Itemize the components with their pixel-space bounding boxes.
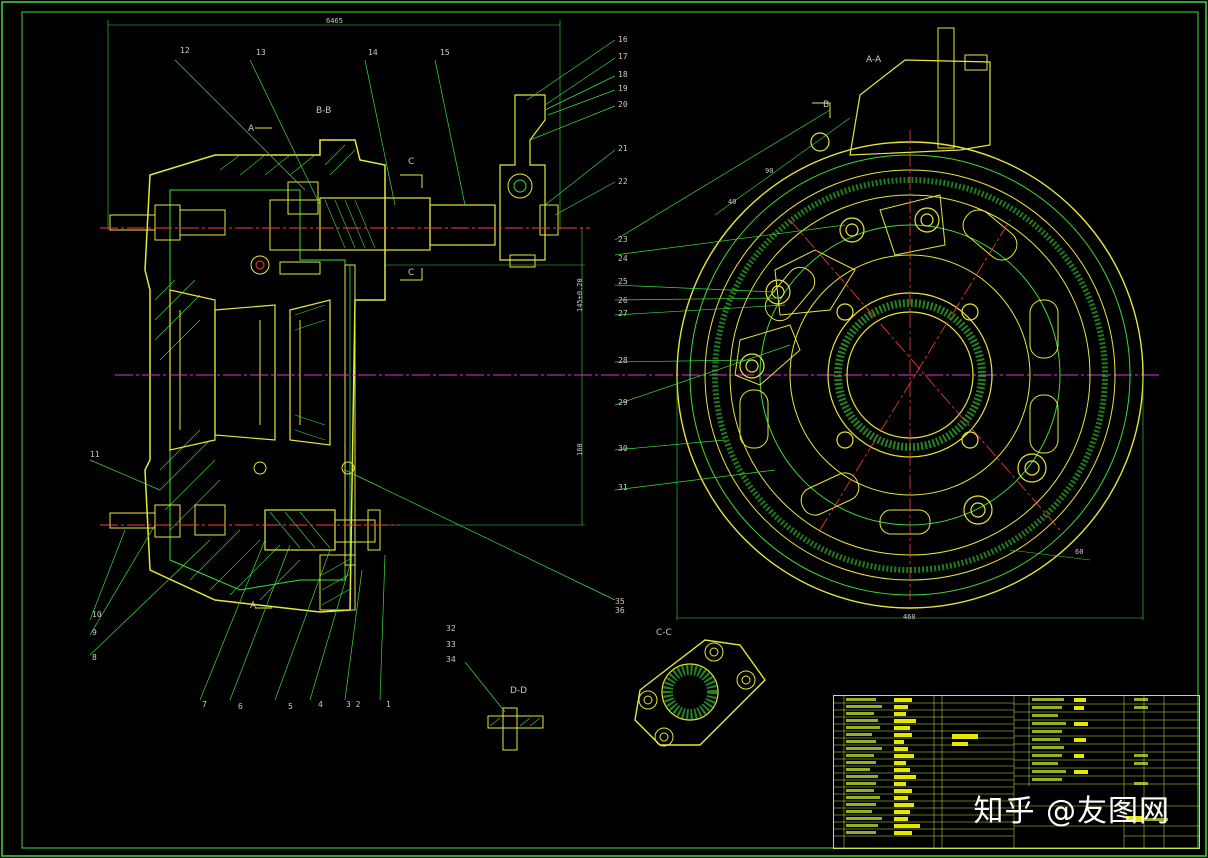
part-number-22: 22 [618,177,628,186]
section-label-dd: D-D [510,686,528,696]
inner-frame [21,11,1199,849]
part-number-23: 23 [618,235,628,244]
part-number-30: 30 [618,444,628,453]
bom-grid [834,696,1199,848]
section-marker-c-top: C [408,157,415,167]
part-number-36: 36 [615,606,625,615]
part-number-10: 10 [92,610,102,619]
aa-section-view [676,27,1144,620]
part-number-33: 33 [446,640,456,649]
aa-leaders [614,109,846,491]
part-number-4: 4 [318,700,323,709]
part-number-12: 12 [180,46,190,55]
part-number-9: 9 [92,628,97,637]
part-number-25: 25 [618,277,628,286]
part-number-24: 24 [618,254,628,263]
section-marker-a-bottom: A [250,601,257,611]
part-number-21: 21 [618,144,628,153]
dimension-angle-b: 60 [1075,548,1084,556]
part-number-11: 11 [90,450,100,459]
part-number-31: 31 [618,483,628,492]
section-label-bb: B-B [316,106,332,116]
dimension-angle-a: 40 [728,198,737,206]
part-number-28: 28 [618,356,628,365]
dd-section-view [464,661,544,751]
section-marker-a-top: A [248,124,255,134]
dimension-height-upper: 145±0.20 [576,278,584,312]
part-number-5: 5 [288,702,293,711]
part-number-7: 7 [202,700,207,709]
part-number-20: 20 [618,100,628,109]
part-number-16: 16 [618,35,628,44]
part-number-26: 26 [618,296,628,305]
part-number-3-2: 3 2 [346,700,361,709]
part-number-29: 29 [618,398,628,407]
part-number-14: 14 [368,48,378,57]
dimension-angle-90: 90 [765,167,774,175]
part-number-35: 35 [615,597,625,606]
part-number-1: 1 [386,700,391,709]
part-number-15: 15 [440,48,450,57]
part-number-6: 6 [238,702,243,711]
dimension-height-lower: 160 [576,443,584,456]
bb-leaders [89,39,616,701]
part-number-8: 8 [92,653,97,662]
part-number-27: 27 [618,309,628,318]
part-number-17: 17 [618,52,628,61]
section-label-aa: A-A [866,55,882,65]
dimension-top-width: 6465 [326,17,343,25]
part-number-13: 13 [256,48,266,57]
section-marker-c-bottom: C [408,268,415,278]
dimension-bottom-width: 460 [903,613,916,621]
part-number-18: 18 [618,70,628,79]
bb-section-view [100,20,1160,613]
watermark-text: 知乎 @友图网 [973,794,1170,829]
part-number-34: 34 [446,655,456,664]
part-number-19: 19 [618,84,628,93]
part-number-32: 32 [446,624,456,633]
section-marker-b-right: B [823,100,830,110]
bill-of-materials-table [833,695,1200,849]
cc-section-view [634,639,766,747]
section-label-cc: C-C [656,628,672,638]
